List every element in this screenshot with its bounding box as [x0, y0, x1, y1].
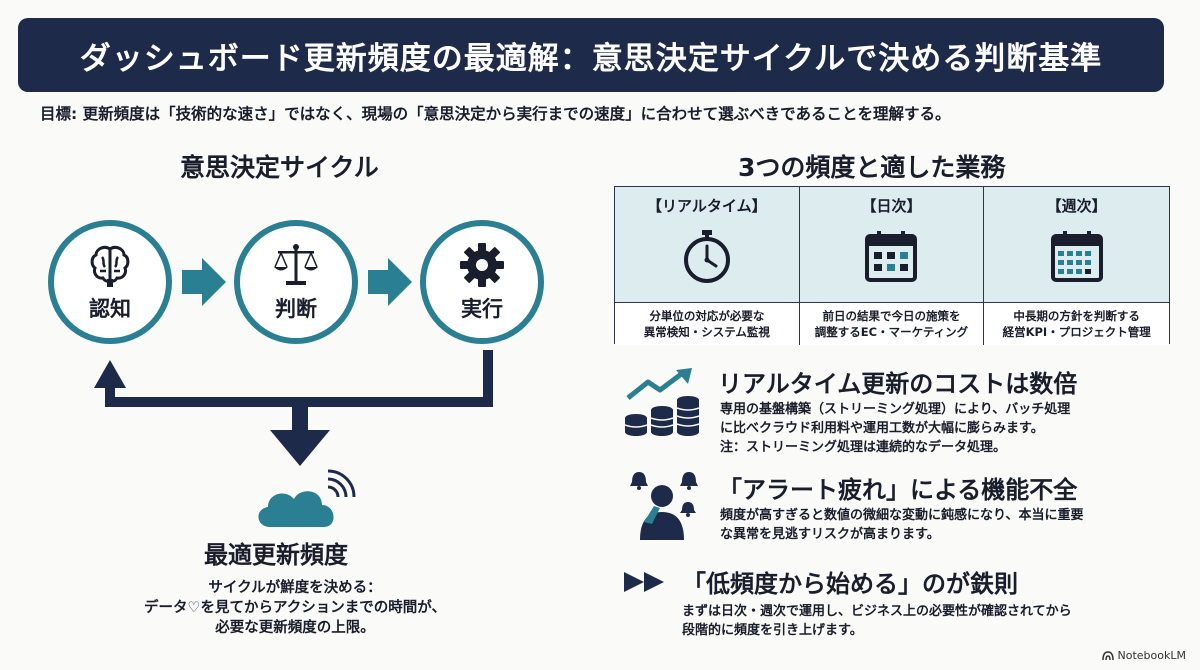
- frequency-table: 【リアルタイム】 【日次】 【週次】: [614, 186, 1170, 345]
- cycle-step-judgment: 判断: [234, 220, 358, 344]
- result-description: サイクルが鮮度を決める： データ♡を見てからアクションまでの時間が、 必要な更新…: [100, 578, 490, 638]
- brain-icon: [90, 245, 130, 287]
- frequency-heading: 3つの頻度と適した業務: [738, 153, 1006, 182]
- cloud-signal-icon: [258, 469, 356, 527]
- fast-forward-icon: [624, 572, 664, 592]
- frequency-desc-line: 前日の結果で今日の施策を: [822, 309, 961, 323]
- arrow-right-icon: [368, 258, 412, 306]
- frequency-desc-daily: 前日の結果で今日の施策を 調整するEC・マーケティング: [799, 303, 985, 345]
- frequency-desc-line: 異常検知・システム監視: [643, 325, 770, 339]
- frequency-desc-line: 分単位の対応が必要な: [649, 309, 765, 323]
- goal-statement: 目標: 更新頻度は「技術的な速さ」ではなく、現場の「意思決定から実行までの速度」…: [40, 105, 951, 123]
- cycle-step-label: 判断: [275, 297, 317, 321]
- frequency-cell-daily: 【日次】: [799, 187, 985, 303]
- point-title: 「低頻度から始める」のが鉄則: [682, 570, 1018, 598]
- gear-icon: [460, 243, 504, 287]
- page-title: ダッシュボード更新頻度の最適解：意思決定サイクルで決める判断基準: [79, 40, 1103, 77]
- point-line: 頻度が高すぎると数値の微細な変動に鈍感になり、本当に重要: [720, 508, 1084, 523]
- calendar-daily-icon: [865, 231, 918, 282]
- cycle-heading: 意思決定サイクル: [180, 153, 379, 182]
- frequency-desc-line: 経営KPI・プロジェクト管理: [1002, 325, 1151, 339]
- frequency-name: 【リアルタイム】: [647, 197, 767, 215]
- point-line: な異常を見逃すリスクが高まります。: [720, 527, 940, 542]
- frequency-desc-line: 調整するEC・マーケティング: [814, 325, 969, 339]
- arrow-up-icon: [94, 360, 126, 388]
- stopwatch-icon: [683, 230, 730, 283]
- point-description: 頻度が高すぎると数値の微細な変動に鈍感になり、本当に重要 な異常を見逃すリスクが…: [720, 506, 1083, 544]
- point-line: 専用の基盤構築（ストリーミング処理）により、バッチ処理: [720, 402, 1071, 417]
- cycle-flow-arrows: [94, 258, 493, 466]
- frequency-desc-line: 中長期の方針を判断する: [1013, 309, 1140, 323]
- point-title: 「アラート疲れ」による機能不全: [718, 476, 1078, 504]
- brand-name: NotebookLM: [1117, 649, 1186, 662]
- frequency-name: 【日次】: [861, 197, 922, 215]
- point-title: リアルタイム更新のコストは数倍: [718, 370, 1078, 398]
- result-desc-line: 必要な更新頻度の上限。: [215, 620, 375, 636]
- point-description: まずは日次・週次で運用し、ビジネス上の必要性が確認されてから 段階的に頻度を引き…: [682, 602, 1072, 640]
- feedback-loop-line: [105, 350, 493, 407]
- result-title: 最適更新頻度: [204, 541, 348, 569]
- brand-watermark: NotebookLM: [1101, 649, 1186, 662]
- result-desc-line: データ♡を見てからアクションまでの時間が、: [144, 600, 446, 616]
- frequency-cell-weekly: 【週次】: [984, 187, 1169, 303]
- growth-coins-icon: [624, 368, 700, 436]
- cycle-step-cognition: 認知: [48, 220, 172, 344]
- cycle-step-label: 認知: [89, 297, 131, 321]
- scales-icon: [274, 244, 318, 285]
- arrow-down-shaft: [292, 402, 308, 432]
- title-banner: ダッシュボード更新頻度の最適解：意思決定サイクルで決める判断基準: [18, 18, 1164, 92]
- decision-cycle-diagram: 認知 判断 実行: [0, 190, 600, 670]
- point-description: 専用の基盤構築（ストリーミング処理）により、バッチ処理 に比べクラウド利用料や運…: [720, 400, 1070, 457]
- cycle-step-action: 実行: [420, 220, 544, 344]
- frequency-desc-realtime: 分単位の対応が必要な 異常検知・システム監視: [615, 303, 800, 345]
- notebooklm-logo-icon: [1101, 650, 1114, 660]
- frequency-cell-realtime: 【リアルタイム】: [615, 187, 800, 303]
- point-line: 段階的に頻度を引き上げます。: [682, 623, 863, 638]
- cycle-step-label: 実行: [461, 297, 503, 321]
- frequency-desc-weekly: 中長期の方針を判断する 経営KPI・プロジェクト管理: [984, 303, 1169, 345]
- point-line: に比べクラウド利用料や運用工数が大幅に膨らみます。: [720, 421, 1044, 436]
- point-line: 注：ストリーミング処理は連続的なデータ処理。: [720, 440, 1007, 455]
- frequency-name: 【週次】: [1046, 197, 1107, 215]
- result-desc-line: サイクルが鮮度を決める：: [208, 580, 382, 596]
- arrow-down-icon: [270, 430, 330, 466]
- calendar-weekly-icon: [1050, 231, 1103, 282]
- arrow-right-icon: [182, 258, 226, 306]
- point-line: まずは日次・週次で運用し、ビジネス上の必要性が確認されてから: [682, 604, 1072, 619]
- alert-fatigue-icon: [630, 472, 698, 540]
